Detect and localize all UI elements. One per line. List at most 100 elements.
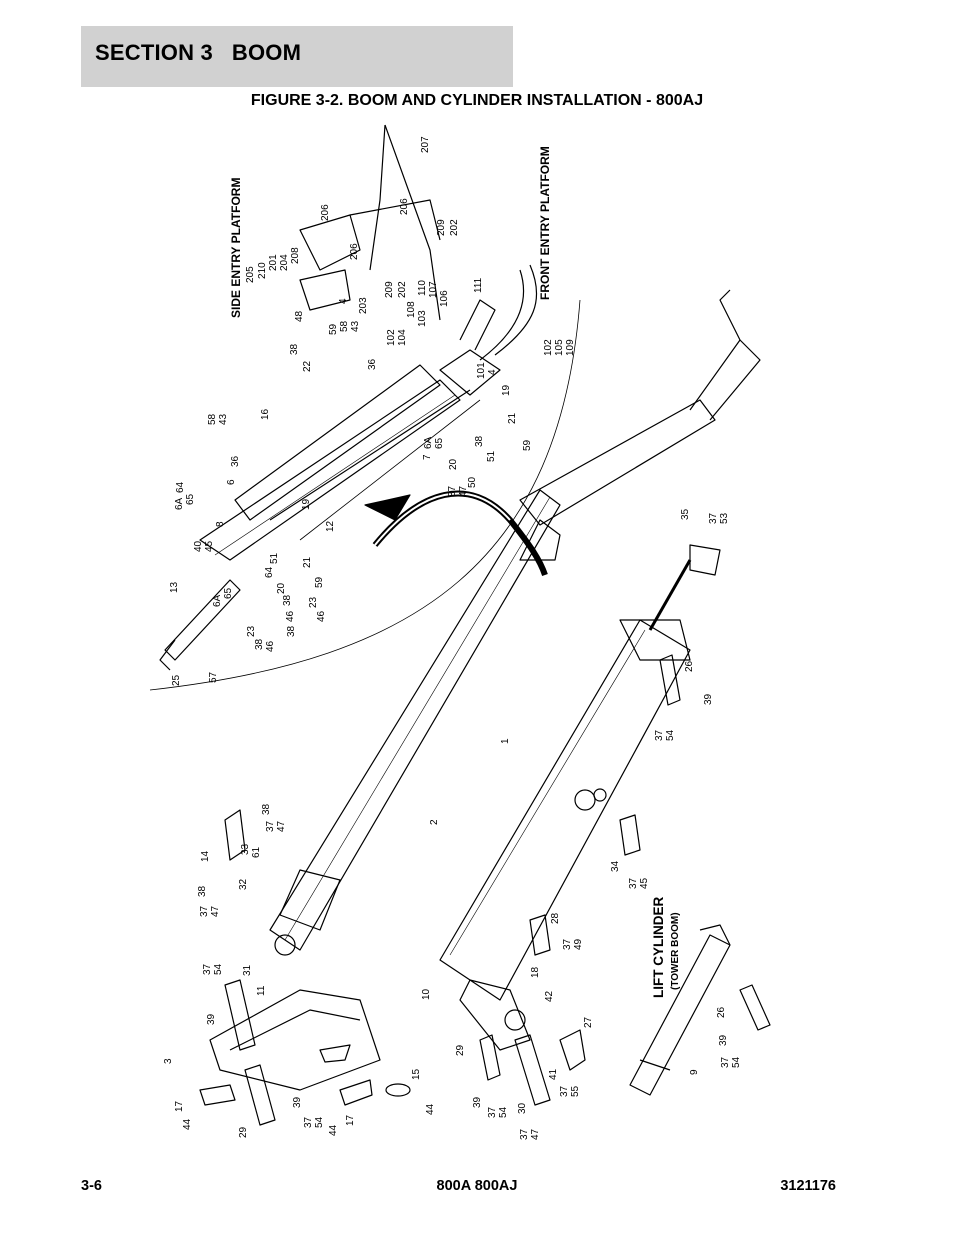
callout: 61 xyxy=(251,846,262,858)
cover-15 xyxy=(385,1083,411,1097)
callout: 37 xyxy=(487,1106,498,1118)
side-entry-platform-frame xyxy=(384,124,441,321)
figure-title: FIGURE 3-2. BOOM AND CYLINDER INSTALLATI… xyxy=(250,92,704,109)
callout: 65 xyxy=(223,587,234,599)
callout: 46 xyxy=(265,640,276,652)
pin-28 xyxy=(529,914,551,956)
callout: 14 xyxy=(200,850,211,862)
view-separator-arc xyxy=(149,299,581,691)
callout: 38 xyxy=(254,638,265,650)
pin-31 xyxy=(224,979,256,1051)
callout: 7 xyxy=(422,454,433,460)
document-number: 3121176 xyxy=(780,1178,836,1194)
callout: 50 xyxy=(467,476,478,488)
callout: 33 xyxy=(240,843,251,855)
tower-boom-1 xyxy=(439,619,691,1001)
callout: 34 xyxy=(610,860,621,872)
callout: 31 xyxy=(242,964,253,976)
callout: 47 xyxy=(276,820,287,832)
callout: 65 xyxy=(185,493,196,505)
callout: 23 xyxy=(308,596,319,608)
callout: 37 xyxy=(559,1085,570,1097)
callout: 102 xyxy=(543,339,554,356)
callout: 19 xyxy=(501,384,512,396)
callout: 103 xyxy=(417,310,428,327)
callout: 110 xyxy=(417,280,428,296)
master-cylinder xyxy=(164,579,241,661)
callout-labels: 207 206 206 206 205 210 201 204 208 209 … xyxy=(163,136,742,1140)
callout: 21 xyxy=(507,412,518,424)
callout: 11 xyxy=(256,985,267,996)
pin-26-top xyxy=(659,654,681,706)
callout: 2 xyxy=(429,819,440,825)
callout: 58 xyxy=(339,320,350,332)
callout: 44 xyxy=(425,1103,436,1115)
callout: 37 xyxy=(202,963,213,975)
callout: 106 xyxy=(439,290,450,307)
pad-17-left xyxy=(199,1084,236,1106)
callout: 38 xyxy=(286,625,297,637)
callout: 53 xyxy=(719,512,730,524)
tower-boom-label: (TOWER BOOM) xyxy=(670,912,681,990)
callout: 207 xyxy=(420,136,431,153)
callout: 41 xyxy=(548,1068,559,1080)
upper-boom-outline xyxy=(199,379,461,561)
callout: 44 xyxy=(182,1118,193,1130)
callout: 111 xyxy=(473,277,484,293)
callout: 1 xyxy=(500,738,511,744)
callout: 35 xyxy=(680,508,691,520)
callout: 22 xyxy=(302,360,313,372)
pin-27 xyxy=(559,1029,586,1071)
callout: 37 xyxy=(708,512,719,524)
callout: 46 xyxy=(285,610,296,622)
callout: 38 xyxy=(261,803,272,815)
section-header: SECTION 3 BOOM xyxy=(81,26,513,87)
callout: 55 xyxy=(570,1085,581,1097)
callout: 208 xyxy=(290,247,301,264)
page-number: 3-6 xyxy=(81,1178,102,1194)
callout: 45 xyxy=(204,540,215,552)
callout: 38 xyxy=(282,594,293,606)
callout: 16 xyxy=(260,408,271,420)
model-name: 800A 800AJ xyxy=(436,1178,518,1194)
callout: 49 xyxy=(573,938,584,950)
pad-17-right xyxy=(339,1079,373,1106)
callout: 28 xyxy=(550,912,561,924)
callout: 201 xyxy=(268,254,279,271)
callout: 102 xyxy=(386,329,397,346)
callout: 203 xyxy=(358,297,369,314)
callout: 23 xyxy=(246,625,257,637)
callout: 43 xyxy=(350,320,361,332)
callout: 37 xyxy=(628,877,639,889)
callout: 6A xyxy=(423,436,434,449)
callout: 210 xyxy=(257,262,268,279)
callout: 58 xyxy=(207,413,218,425)
callout: 54 xyxy=(498,1106,509,1118)
callout: 101 xyxy=(476,362,487,379)
callout: 54 xyxy=(731,1056,742,1068)
callout: 202 xyxy=(449,219,460,236)
pin-29-left xyxy=(244,1064,276,1126)
callout: 45 xyxy=(639,877,650,889)
callout: 37 xyxy=(199,905,210,917)
callout: 6 xyxy=(226,479,237,485)
callout: 42 xyxy=(544,990,555,1002)
pin-26-bottom xyxy=(739,984,771,1031)
callout: 46 xyxy=(316,610,327,622)
callout: 4 xyxy=(338,298,349,304)
front-entry-platform-label: FRONT ENTRY PLATFORM xyxy=(538,146,552,300)
callout: 64 xyxy=(175,481,186,493)
callout: 109 xyxy=(565,339,576,356)
callout: 108 xyxy=(406,301,417,318)
callout: 39 xyxy=(472,1096,483,1108)
callout: 47 xyxy=(458,485,469,497)
callout: 26 xyxy=(684,660,695,672)
callout: 27 xyxy=(583,1016,594,1028)
callout: 65 xyxy=(434,437,445,449)
callout: 6A xyxy=(174,497,185,510)
callout: 206 xyxy=(399,198,410,215)
callout: 44 xyxy=(328,1124,339,1136)
callout: 206 xyxy=(349,243,360,260)
callout: 12 xyxy=(325,520,336,532)
